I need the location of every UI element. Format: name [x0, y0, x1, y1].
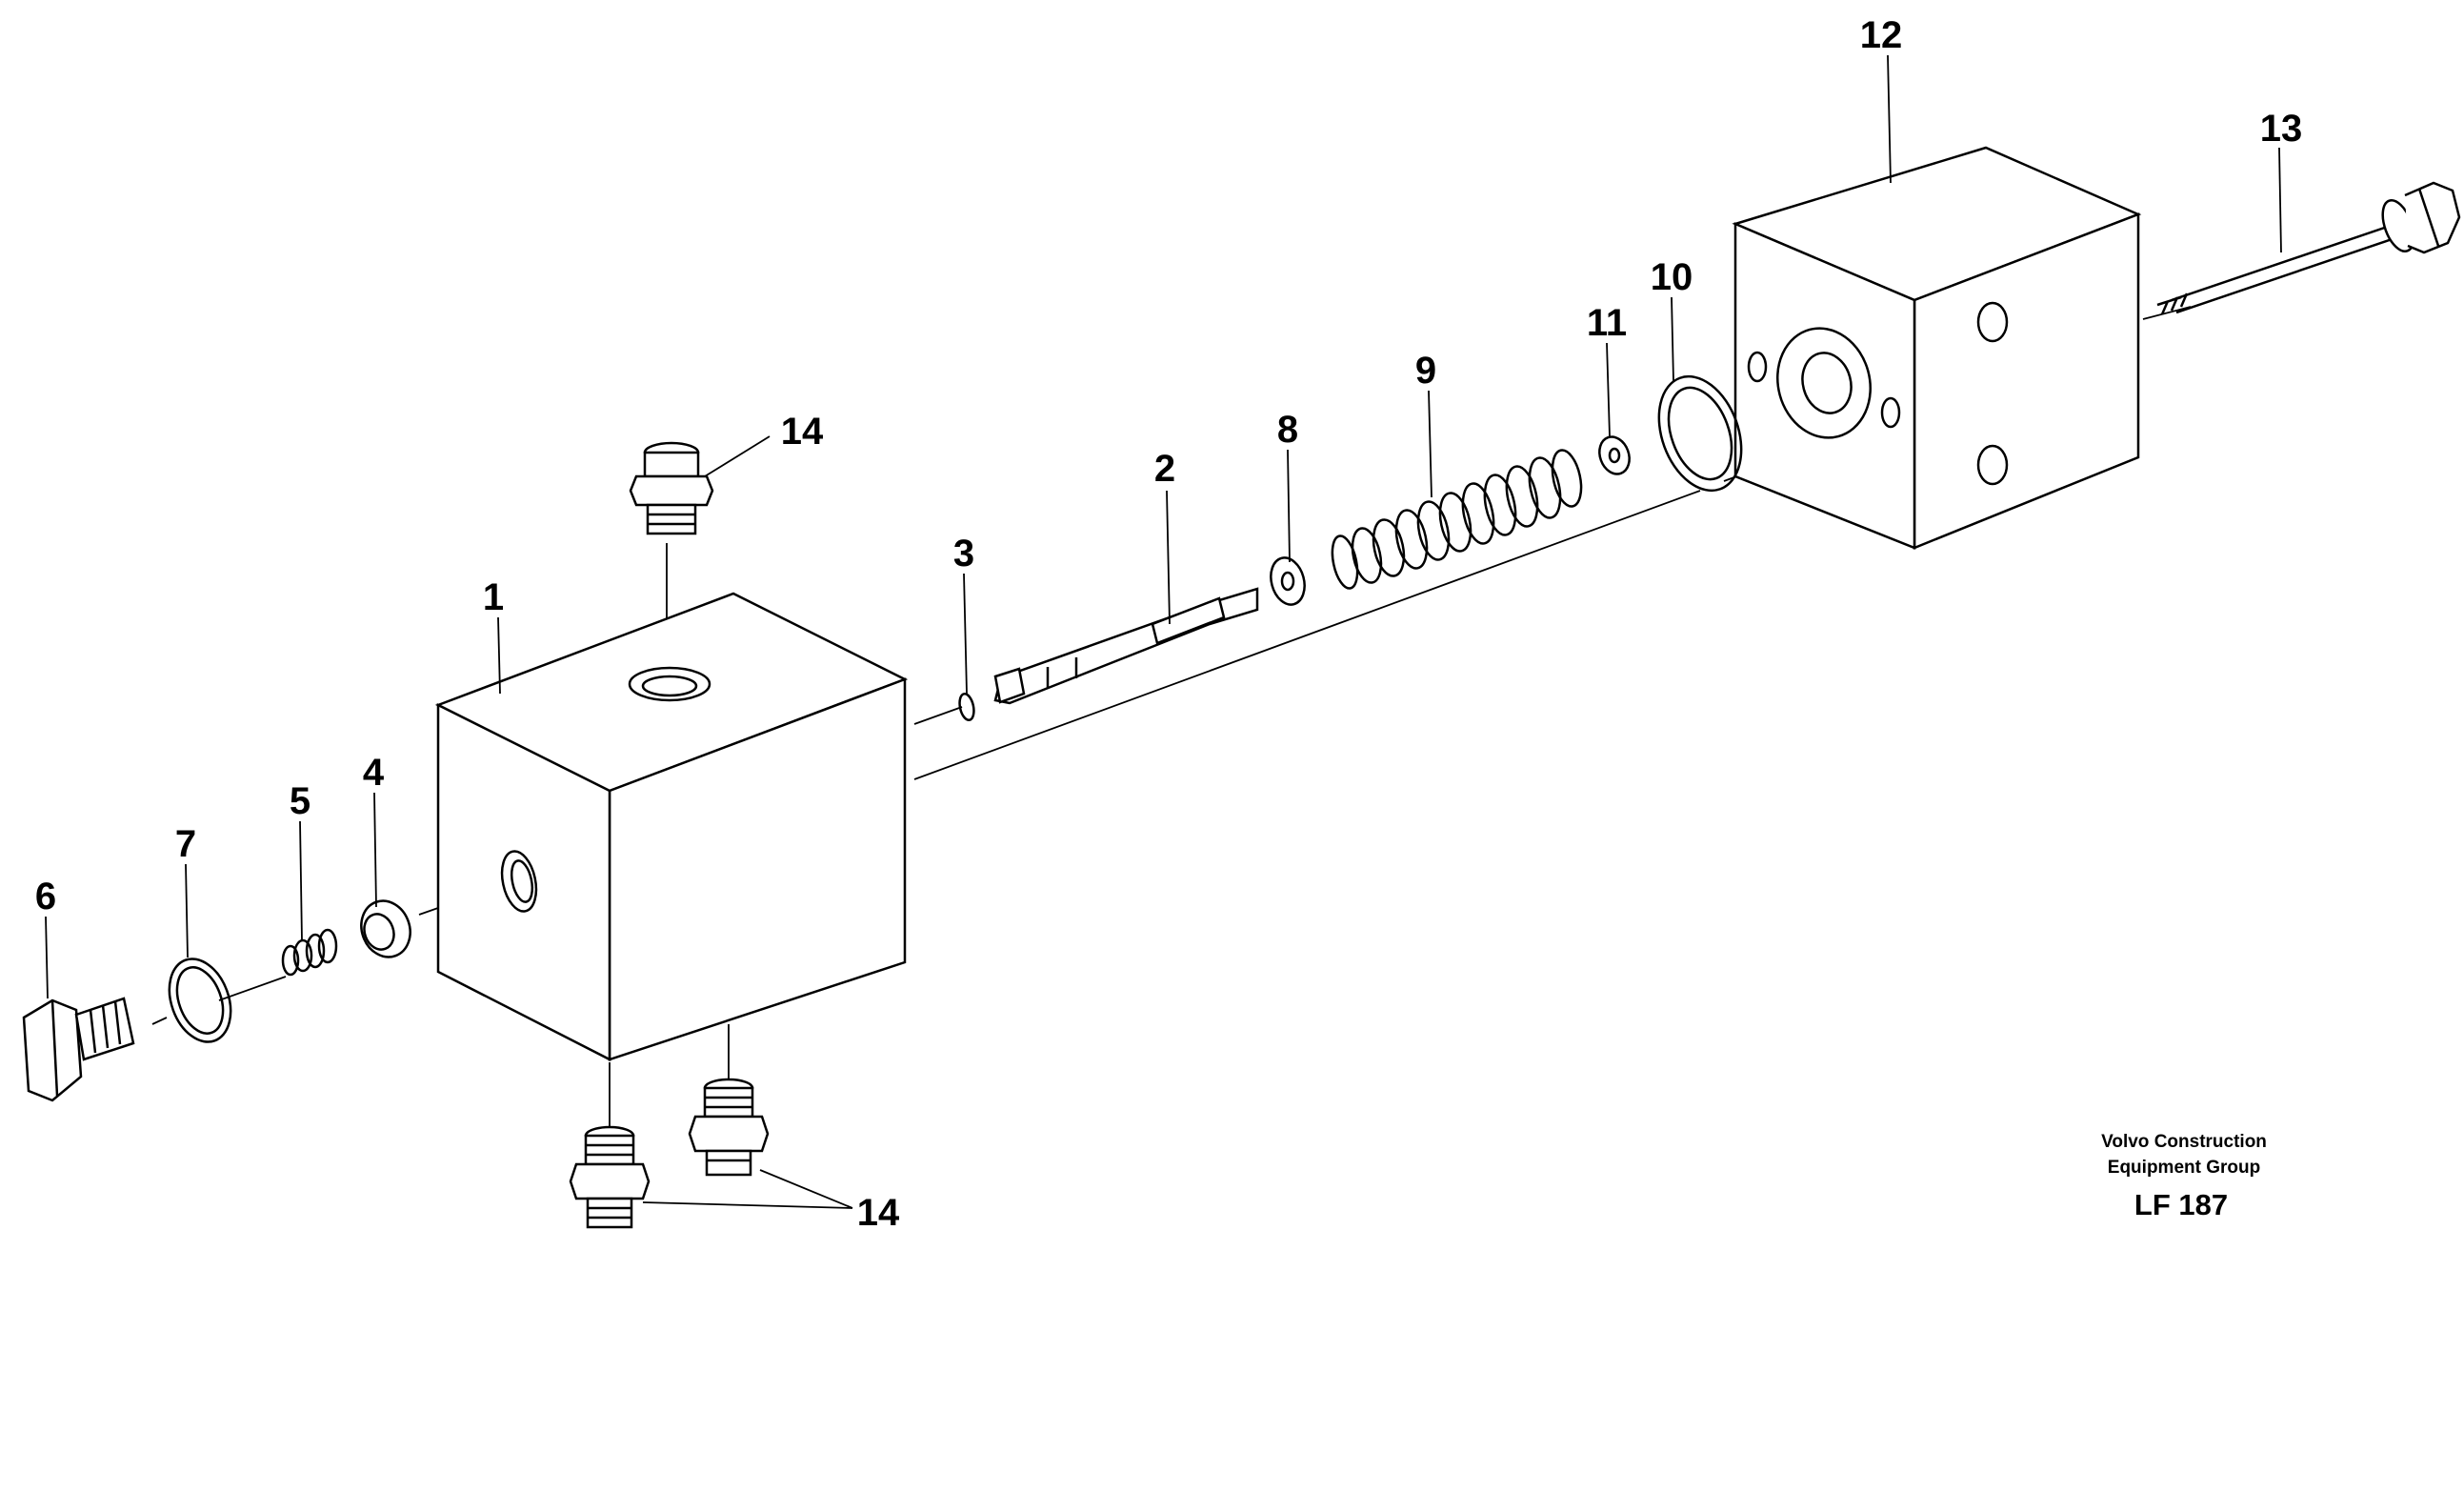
fitting-14-bottom-right: [688, 1078, 770, 1177]
callout-9: 9: [1415, 350, 1436, 392]
fitting-14-top: [629, 441, 714, 535]
o-ring-3: [958, 692, 975, 722]
spring-9: [1331, 449, 1583, 590]
callout-5: 5: [290, 780, 311, 822]
caption-line-2: Equipment Group: [2108, 1158, 2260, 1178]
washer-8: [1270, 556, 1306, 606]
callout-14-top: 14: [781, 411, 824, 453]
callout-3: 3: [953, 533, 974, 575]
leader-lines: [45, 54, 2282, 1209]
callout-13: 13: [2260, 108, 2303, 150]
callout-11: 11: [1587, 302, 1627, 344]
spool-2: [993, 587, 1259, 705]
callout-8: 8: [1277, 409, 1298, 451]
bolt-13: [2156, 181, 2461, 315]
callout-1: 1: [483, 576, 504, 618]
valve-block-1: [434, 592, 909, 1062]
valve-block-12: [1732, 146, 2142, 550]
seal-ring-10: [1657, 374, 1743, 493]
caption-code: LF 187: [2134, 1188, 2228, 1221]
callout-14-bottom: 14: [857, 1192, 900, 1234]
caption-line-1: Volvo Construction: [2101, 1132, 2267, 1152]
spring-5: [281, 928, 338, 977]
caption-block: Volvo Construction Equipment Group LF 18…: [2101, 1132, 2267, 1221]
callout-4: 4: [363, 752, 385, 794]
fitting-14-bottom-left: [569, 1125, 651, 1229]
callouts: 1 2 3 4 5 6 7 8 9 10 11 12 13 14 14: [35, 14, 2302, 1234]
washer-11: [1598, 435, 1631, 475]
seat-4: [360, 899, 411, 958]
callout-6: 6: [35, 876, 56, 917]
callout-7: 7: [175, 823, 196, 865]
callout-2: 2: [1154, 448, 1175, 490]
callout-12: 12: [1860, 14, 1903, 56]
plug-6: [22, 997, 135, 1102]
o-ring-7: [168, 958, 232, 1043]
callout-10: 10: [1651, 256, 1693, 298]
